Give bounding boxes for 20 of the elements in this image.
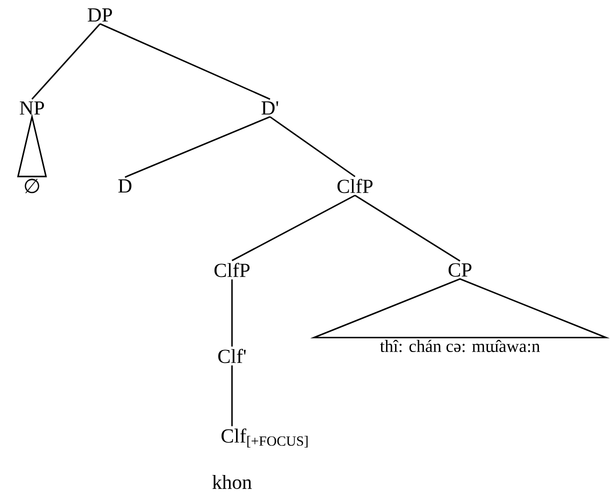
tree-label: D: [118, 179, 132, 193]
tree-label: NP: [20, 101, 44, 115]
tree-label: CP: [448, 263, 472, 277]
tree-branch: [124, 116, 270, 178]
tree-branch: [231, 365, 233, 426]
tree-label: ∅: [24, 178, 40, 194]
tree-branch: [31, 23, 101, 100]
tree-branch: [232, 194, 356, 262]
tree-branch: [100, 23, 270, 100]
tree-label: DP: [88, 8, 112, 22]
tree-label: D': [262, 101, 278, 115]
tree-label: thî: chán cə: mɯ̂awa:n: [380, 340, 540, 352]
tree-label: khon: [212, 474, 252, 490]
tree-branch: [270, 116, 356, 178]
tree-branch: [231, 279, 233, 347]
tree-label: Clf$_{[+FOCUS]}$: [222, 428, 308, 448]
tree-label: Clf': [218, 348, 246, 364]
tree-label: ClfP: [337, 178, 373, 194]
tree-branch: [354, 194, 460, 262]
tree-label: ClfP: [214, 262, 250, 278]
